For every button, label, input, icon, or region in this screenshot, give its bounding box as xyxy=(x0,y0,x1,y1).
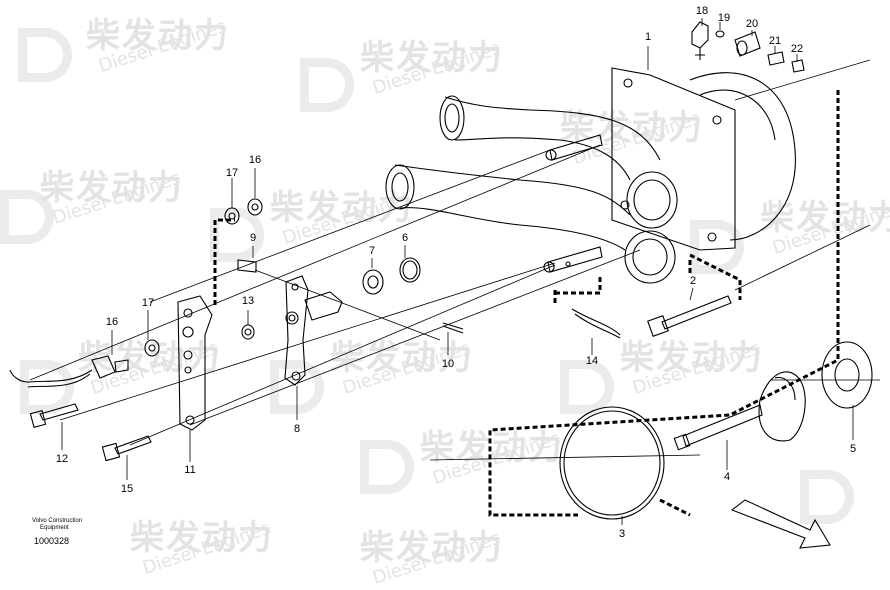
watermark-logo xyxy=(18,28,72,82)
fittings-top xyxy=(691,21,805,73)
lever-8 xyxy=(284,275,343,386)
callout-8: 8 xyxy=(294,423,300,435)
bolts xyxy=(29,295,732,462)
watermark-logo xyxy=(690,220,744,274)
watermark-logo xyxy=(300,58,354,112)
callout-18: 18 xyxy=(696,5,708,17)
watermark-logo xyxy=(800,470,854,524)
callout-9: 9 xyxy=(250,232,256,244)
callout-21: 21 xyxy=(769,35,781,47)
housing-assembly xyxy=(385,67,796,284)
callout-15: 15 xyxy=(121,483,133,495)
callout-labels: 1 2 3 4 5 6 7 8 9 10 11 12 13 14 15 16 1… xyxy=(56,5,856,540)
callout-6: 6 xyxy=(402,232,408,244)
dashed-guides xyxy=(213,90,840,517)
callout-14: 14 xyxy=(586,355,598,367)
watermark-logo xyxy=(20,360,74,414)
watermark-logo xyxy=(560,360,614,414)
callout-5: 5 xyxy=(850,443,856,455)
callout-19: 19 xyxy=(718,12,730,24)
washers xyxy=(144,198,421,357)
callout-4: 4 xyxy=(724,471,730,483)
callout-16: 16 xyxy=(106,316,118,328)
callout-13: 13 xyxy=(242,295,254,307)
cotter-pins xyxy=(442,308,621,339)
watermark-logo xyxy=(360,440,414,494)
callout-7: 7 xyxy=(369,245,375,257)
callout-12: 12 xyxy=(56,453,68,465)
seal-5 xyxy=(821,341,873,409)
callout-11: 11 xyxy=(184,464,195,476)
callout-16: 16 xyxy=(249,154,261,166)
o-ring-3 xyxy=(559,406,665,520)
callout-2: 2 xyxy=(690,275,696,287)
callout-3: 3 xyxy=(619,528,625,540)
bracket-11 xyxy=(177,295,213,431)
sensor-16 xyxy=(9,355,129,388)
watermark-logo xyxy=(0,190,54,244)
callout-17: 17 xyxy=(226,167,238,179)
callout-20: 20 xyxy=(746,18,758,30)
callout-1: 1 xyxy=(645,31,651,43)
caption-line2: Equipment xyxy=(40,525,69,531)
watermark-logo xyxy=(210,208,264,262)
caption-line1: Volvo Construction xyxy=(32,518,83,524)
callout-10: 10 xyxy=(442,358,454,370)
assembly-lines xyxy=(29,59,880,461)
callout-17: 17 xyxy=(142,297,154,309)
leader-lines xyxy=(61,18,854,525)
document-number: 1000328 xyxy=(34,536,70,546)
callout-22: 22 xyxy=(791,43,803,55)
manufacturer-caption: Volvo Construction Equipment xyxy=(32,518,82,532)
direction-arrow xyxy=(730,499,831,549)
shaft-4 xyxy=(673,371,806,451)
